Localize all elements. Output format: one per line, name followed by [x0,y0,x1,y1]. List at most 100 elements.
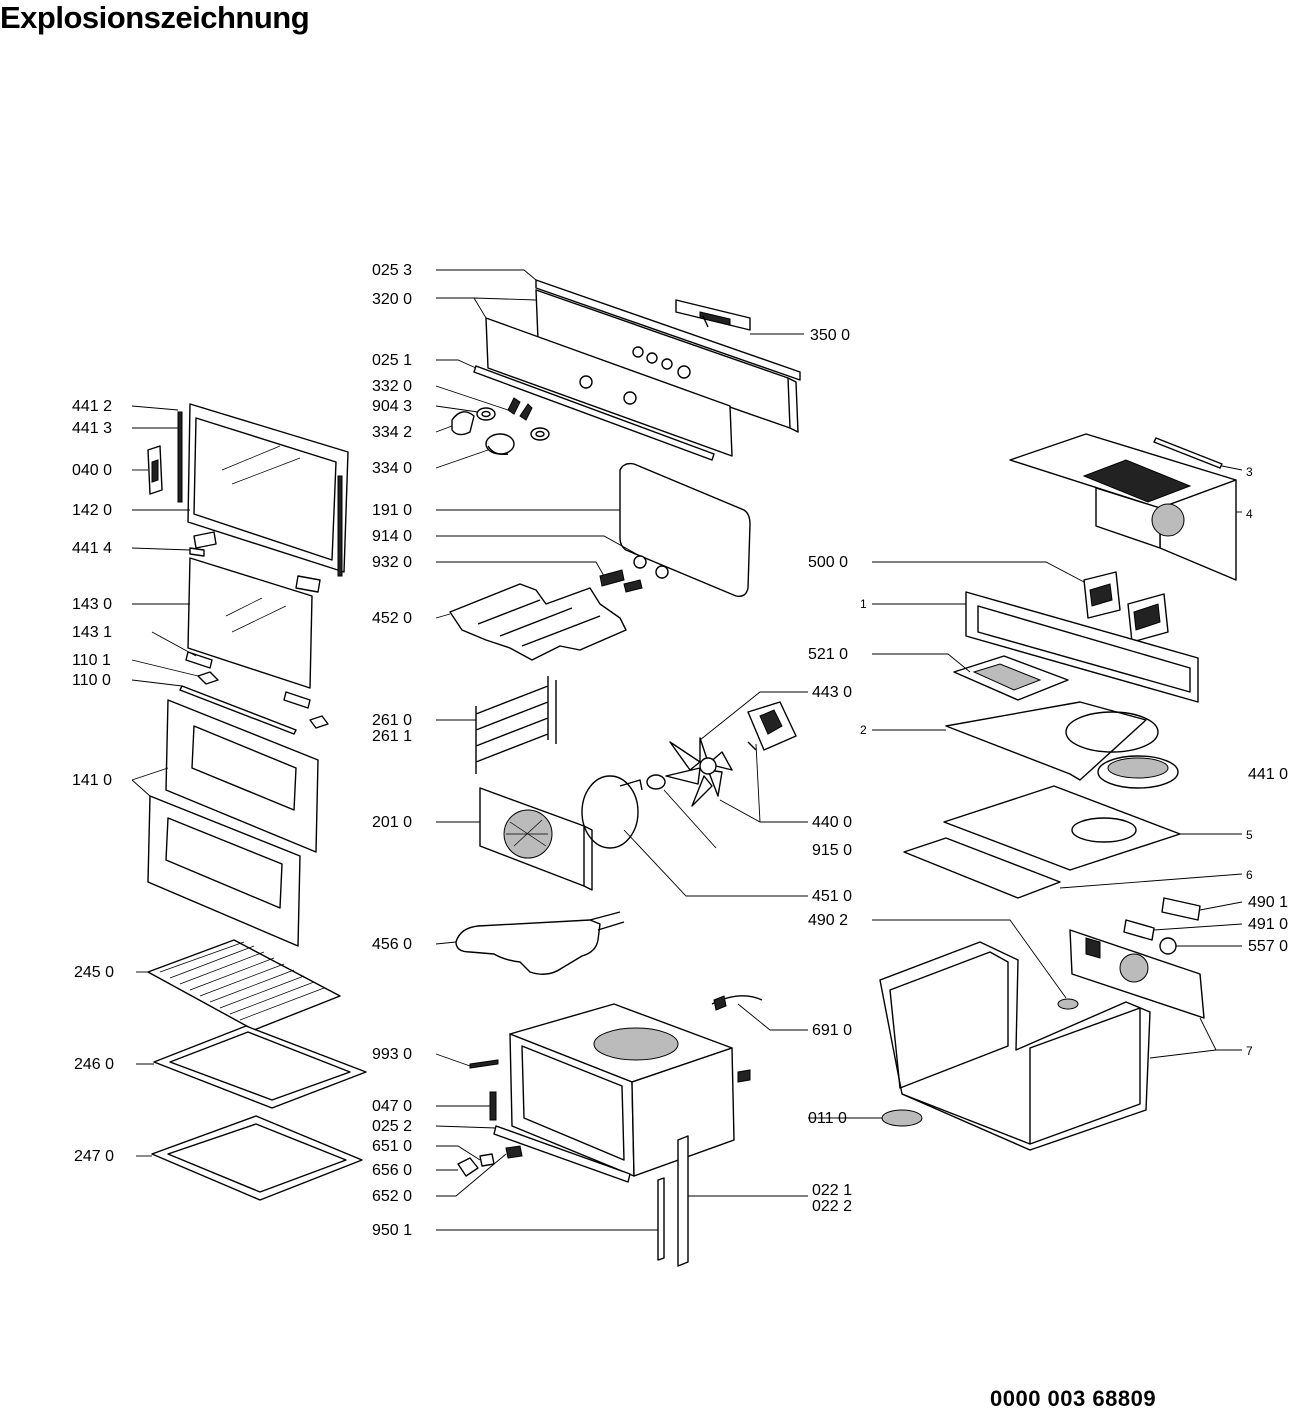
label-4902: 490 2 [808,912,848,929]
label-1410: 141 0 [72,772,112,789]
part-trim-strip-top [535,279,801,381]
part-outer-glass [147,699,319,947]
label-4520: 452 0 [372,610,412,627]
label-2610: 261 0 [372,712,412,729]
part-screw [469,1059,499,1069]
label-4410: 441 0 [1248,766,1288,783]
label-0470: 047 0 [372,1098,412,1115]
label-1101: 110 1 [72,652,111,669]
part-door-hinge [147,445,163,495]
part-outer-casing [879,941,1151,1151]
part-oven-cavity [509,1003,751,1177]
part-oven-door-seal [619,462,751,598]
label-2470: 247 0 [74,1148,114,1165]
label-3320: 332 0 [372,378,412,395]
part-hinge-receiver [489,1091,497,1121]
label-6520: 652 0 [372,1188,412,1205]
label-6510: 651 0 [372,1138,412,1155]
document-number: 0000 003 68809 [990,1386,1157,1411]
part-display-module [675,299,751,331]
label-0222: 022 2 [812,1198,852,1215]
label-3340: 334 0 [372,460,412,477]
label-2010: 201 0 [372,814,412,831]
part-hinge-clip [189,531,321,593]
part-labels: 025 3 320 0 350 0 025 1 332 0 904 3 334 … [72,262,1288,1239]
label-6560: 656 0 [372,1162,412,1179]
part-top-heating-element [449,583,627,661]
label-2460: 246 0 [74,1056,114,1073]
part-fan-shroud [945,701,1159,781]
part-cooling-fan [1097,755,1179,789]
label-2: 2 [860,723,867,737]
leader-lines [131,269,1243,1231]
part-wire-rack [147,939,341,1031]
part-temperature-sensor [711,995,763,1011]
part-baking-tray [153,1025,367,1109]
label-1100: 110 0 [72,672,111,689]
label-1: 1 [860,597,867,611]
part-foot [881,1109,923,1127]
part-door-rod [179,685,297,735]
label-9930: 993 0 [372,1046,412,1063]
page-title: Explosionszeichnung [0,0,310,35]
label-0221: 022 1 [812,1182,852,1199]
label-0400: 040 0 [72,462,112,479]
label-0252: 025 2 [372,1118,412,1135]
part-door-inner-frame [187,403,349,573]
part-fan-cover [479,787,593,891]
label-1420: 142 0 [72,502,112,519]
part-top-cover [1009,433,1237,581]
part-front-strip [493,1125,631,1183]
label-6: 6 [1246,868,1253,882]
part-oven-lamp [457,1145,523,1177]
label-4560: 456 0 [372,936,412,953]
label-4414: 441 4 [72,540,112,557]
label-5210: 521 0 [808,646,848,663]
label-2611: 261 1 [372,728,412,745]
part-rail-bottom [473,365,715,461]
label-3342: 334 2 [372,424,412,441]
label-5: 5 [1246,828,1253,842]
part-inner-glass [187,557,313,689]
label-6910: 691 0 [812,1022,852,1039]
label-4413: 441 3 [72,420,112,437]
part-switch [1123,897,1201,955]
part-bottom-heating-element [455,911,625,975]
label-9320: 932 0 [372,554,412,571]
part-control-panel [535,289,799,433]
part-rear-panel [1069,929,1205,1019]
label-4: 4 [1246,507,1253,521]
label-9140: 914 0 [372,528,412,545]
label-2450: 245 0 [74,964,114,981]
label-7: 7 [1246,1044,1253,1058]
label-4400: 440 0 [812,814,852,831]
part-ring-heater [581,775,643,849]
label-1430: 143 0 [72,596,112,613]
label-0251: 025 1 [372,352,412,369]
label-4412: 441 2 [72,398,112,415]
part-convection-fan [646,737,733,807]
label-4901: 490 1 [1248,894,1288,911]
label-4510: 451 0 [812,888,852,905]
part-knob [451,411,515,456]
part-grommet [1057,998,1079,1010]
part-door-seal-strip [177,411,343,577]
part-insulation-plate [903,785,1181,899]
part-nut-and-spring [599,555,669,593]
label-5570: 557 0 [1248,938,1288,955]
label-1431: 143 1 [72,624,112,641]
part-front-frame [965,591,1199,703]
label-9150: 915 0 [812,842,852,859]
label-9501: 950 1 [372,1222,412,1239]
label-1910: 191 0 [372,502,412,519]
part-relay-board [1083,571,1169,643]
label-0110: 011 0 [808,1110,847,1127]
label-0253: 025 3 [372,262,412,279]
part-side-rail [657,1135,689,1267]
part-control-board [953,655,1069,701]
part-deep-pan [151,1115,363,1201]
label-3500: 350 0 [810,327,850,344]
part-control-panel-front [485,317,733,457]
part-knob-shaft [476,397,550,441]
